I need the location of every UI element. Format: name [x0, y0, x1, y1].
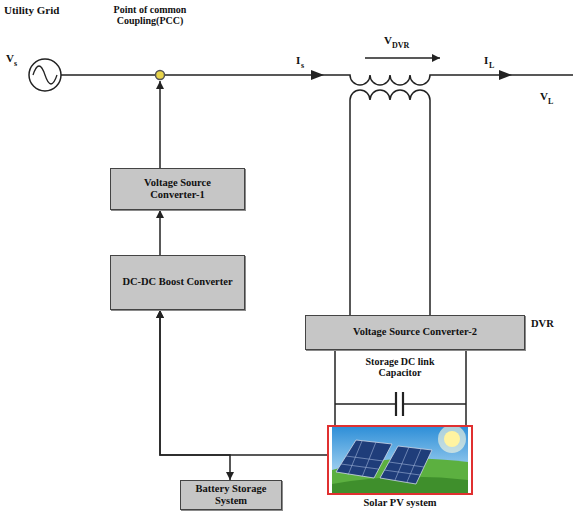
battery-box: Battery Storage System — [180, 480, 282, 510]
injection-arrow — [159, 81, 161, 168]
connector-line — [160, 310, 230, 480]
solar-pv-box: Solar PV system — [327, 425, 473, 509]
solar-panel — [380, 446, 432, 484]
box-text: Voltage Source Converter-1 — [127, 177, 228, 201]
block-label: DVR — [531, 318, 554, 330]
converter-box: Voltage Source Converter-1 — [110, 168, 245, 210]
voltage-symbol: V — [540, 90, 548, 102]
sky-picture — [332, 427, 468, 493]
converter-box: Voltage Source Converter-2 — [305, 315, 525, 350]
current-symbol: I — [296, 54, 300, 66]
connector-line — [160, 310, 327, 455]
box-text: DC-DC Boost Converter — [122, 276, 232, 288]
current-symbol: I — [484, 54, 488, 66]
transformer-secondary — [350, 90, 430, 315]
subscript: L — [489, 62, 494, 71]
dc-rail — [465, 350, 467, 425]
box-text: Battery Storage System — [185, 483, 277, 507]
current-arrow — [311, 70, 324, 80]
ac-source — [29, 59, 61, 91]
pcc-label: Point of common Coupling(PCC) — [95, 4, 205, 26]
connector-line — [334, 350, 336, 425]
picture-caption: Solar PV system — [327, 497, 473, 509]
box-text: Voltage Source Converter-2 — [353, 326, 477, 338]
pcc-dot — [156, 71, 165, 80]
subscript: s — [301, 62, 304, 71]
converter-box: DC-DC Boost Converter — [110, 255, 245, 310]
current-arrow — [499, 70, 512, 80]
connector-line — [159, 210, 161, 255]
capacitor-wire — [335, 403, 466, 405]
capacitor-label: Storage DC link Capacitor — [345, 356, 455, 378]
panel-grid — [341, 441, 383, 477]
subscript: L — [548, 98, 553, 107]
subscript: s — [14, 60, 17, 69]
picture-frame — [327, 425, 473, 495]
panel-grid — [384, 447, 424, 482]
subscript: DVR — [392, 42, 409, 51]
sun — [444, 431, 460, 447]
voltage-symbol: V — [384, 34, 392, 46]
voltage-symbol: V — [6, 52, 14, 64]
voltage-arrow — [365, 57, 440, 58]
source-title: Utility Grid — [4, 4, 59, 16]
capacitor-symbol — [396, 392, 403, 416]
sine-symbol — [33, 66, 57, 84]
sun-glow — [438, 425, 466, 453]
